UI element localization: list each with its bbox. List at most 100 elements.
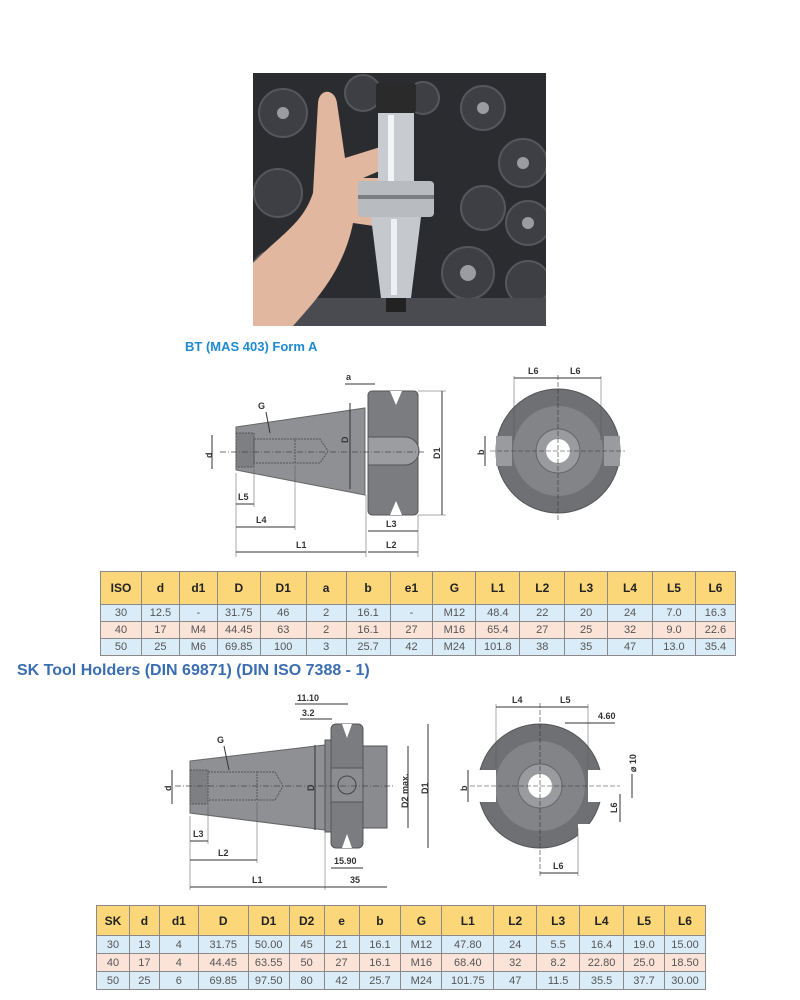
table-row: 40 17 4 44.45 63.55 50 27 16.1 M16 68.40…: [96, 953, 707, 972]
table-cell: 38: [519, 638, 566, 656]
table-cell: 69.85: [216, 638, 261, 656]
bt-label-L2: L2: [386, 540, 397, 550]
table-cell: 16.3: [694, 604, 737, 622]
bt-header-L2: L2: [519, 571, 566, 605]
sk-label-L3: L3: [193, 829, 204, 839]
table-cell: 5.5: [536, 935, 581, 954]
table-cell: 50.00: [247, 935, 290, 954]
bt-header-L5: L5: [652, 571, 696, 605]
table-cell: 100: [259, 638, 307, 656]
bt-header-D1: D1: [259, 571, 307, 605]
table-cell: M16: [432, 621, 477, 639]
table-cell: 16.1: [345, 604, 391, 622]
table-cell: 40: [96, 953, 130, 972]
sk-front-label-460: 4.60: [598, 711, 616, 721]
table-cell: 2: [305, 621, 347, 639]
bt-label-L5: L5: [238, 492, 249, 502]
sk-header-L2: L2: [493, 905, 538, 936]
bt-label-D: D: [340, 436, 350, 443]
sk-label-1590: 15.90: [334, 856, 357, 866]
table-cell: 24: [493, 935, 538, 954]
sk-spec-table: SK d d1 D D1 D2 e b G L1 L2 L3 L4 L5 L6 …: [96, 905, 707, 990]
bt-section-title: BT (MAS 403) Form A: [185, 339, 318, 354]
table-cell: 30.00: [663, 971, 707, 990]
table-cell: 16.1: [358, 953, 402, 972]
sk-header-L5: L5: [623, 905, 665, 936]
table-cell: 13.0: [652, 638, 696, 656]
table-cell: 30: [96, 935, 130, 954]
table-cell: 45: [288, 935, 325, 954]
table-cell: 12.5: [140, 604, 180, 622]
table-cell: 63.55: [247, 953, 290, 972]
bt-table-header-row: ISO d d1 D D1 a b e1 G L1 L2 L3 L4 L5 L6: [100, 571, 737, 605]
sk-front-label-b: b: [459, 785, 469, 791]
sk-header-D1: D1: [247, 905, 290, 936]
table-cell: 6: [158, 971, 199, 990]
table-cell: 32: [493, 953, 538, 972]
sk-label-32: 3.2: [302, 708, 315, 718]
sk-header-D: D: [197, 905, 249, 936]
table-cell: 65.4: [475, 621, 521, 639]
sk-header-e: e: [323, 905, 360, 936]
bt-label-G: G: [258, 401, 265, 411]
table-cell: M4: [178, 621, 218, 639]
table-cell: 50: [288, 953, 325, 972]
bt-front-label-L6-left: L6: [528, 366, 539, 376]
table-row: 30 12.5 - 31.75 46 2 16.1 - M12 48.4 22 …: [100, 604, 737, 622]
bt-spec-table: ISO d d1 D D1 a b e1 G L1 L2 L3 L4 L5 L6…: [100, 571, 737, 656]
table-cell: 42: [323, 971, 360, 990]
table-cell: 40: [100, 621, 142, 639]
table-cell: 97.50: [247, 971, 290, 990]
bt-header-G: G: [432, 571, 477, 605]
bt-label-D1: D1: [432, 447, 442, 459]
table-cell: 7.0: [652, 604, 696, 622]
table-cell: 25.0: [623, 953, 665, 972]
table-cell: 3: [305, 638, 347, 656]
sk-front-label-L5: L5: [560, 695, 571, 705]
bt-front-label-L6-right: L6: [570, 366, 581, 376]
sk-header-d1: d1: [158, 905, 199, 936]
table-cell: 44.45: [197, 953, 249, 972]
table-cell: M24: [400, 971, 443, 990]
table-row: 40 17 M4 44.45 63 2 16.1 27 M16 65.4 27 …: [100, 621, 737, 639]
table-cell: 2: [305, 604, 347, 622]
table-cell: 35.4: [694, 638, 737, 656]
table-cell: 25: [140, 638, 180, 656]
table-cell: 16.1: [345, 621, 391, 639]
bt-header-d1: d1: [178, 571, 218, 605]
table-cell: 20: [564, 604, 609, 622]
table-cell: 48.4: [475, 604, 521, 622]
bt-header-d: d: [140, 571, 180, 605]
table-row: 30 13 4 31.75 50.00 45 21 16.1 M12 47.80…: [96, 935, 707, 954]
table-cell: 101.8: [475, 638, 521, 656]
table-cell: 31.75: [216, 604, 261, 622]
bt-label-L3: L3: [386, 519, 397, 529]
sk-label-35: 35: [350, 875, 360, 885]
table-cell: 25.7: [358, 971, 402, 990]
sk-header-b: b: [358, 905, 402, 936]
table-cell: 46: [259, 604, 307, 622]
table-cell: 42: [389, 638, 434, 656]
sk-label-D2: D2 max.: [400, 773, 410, 808]
sk-label-1110: 11.10: [297, 693, 319, 703]
table-cell: 17: [140, 621, 180, 639]
table-cell: 32: [607, 621, 654, 639]
table-cell: 50: [96, 971, 130, 990]
sk-label-D: D: [306, 784, 316, 791]
sk-front-label-L4: L4: [512, 695, 523, 705]
sk-header-L4: L4: [579, 905, 625, 936]
table-cell: 80: [288, 971, 325, 990]
table-cell: 44.45: [216, 621, 261, 639]
bt-header-L4: L4: [607, 571, 654, 605]
sk-front-label-L6-bottom: L6: [553, 861, 564, 871]
table-cell: M12: [400, 935, 443, 954]
table-cell: 21: [323, 935, 360, 954]
sk-label-d: d: [163, 786, 173, 792]
table-cell: 22: [519, 604, 566, 622]
sk-front-view-diagram: L4 L5 4.60 ⌀ 10 b L6 L6: [450, 688, 650, 888]
table-cell: 35: [564, 638, 609, 656]
table-cell: 47: [607, 638, 654, 656]
bt-header-a: a: [305, 571, 347, 605]
sk-header-G: G: [400, 905, 443, 936]
table-cell: 27: [519, 621, 566, 639]
